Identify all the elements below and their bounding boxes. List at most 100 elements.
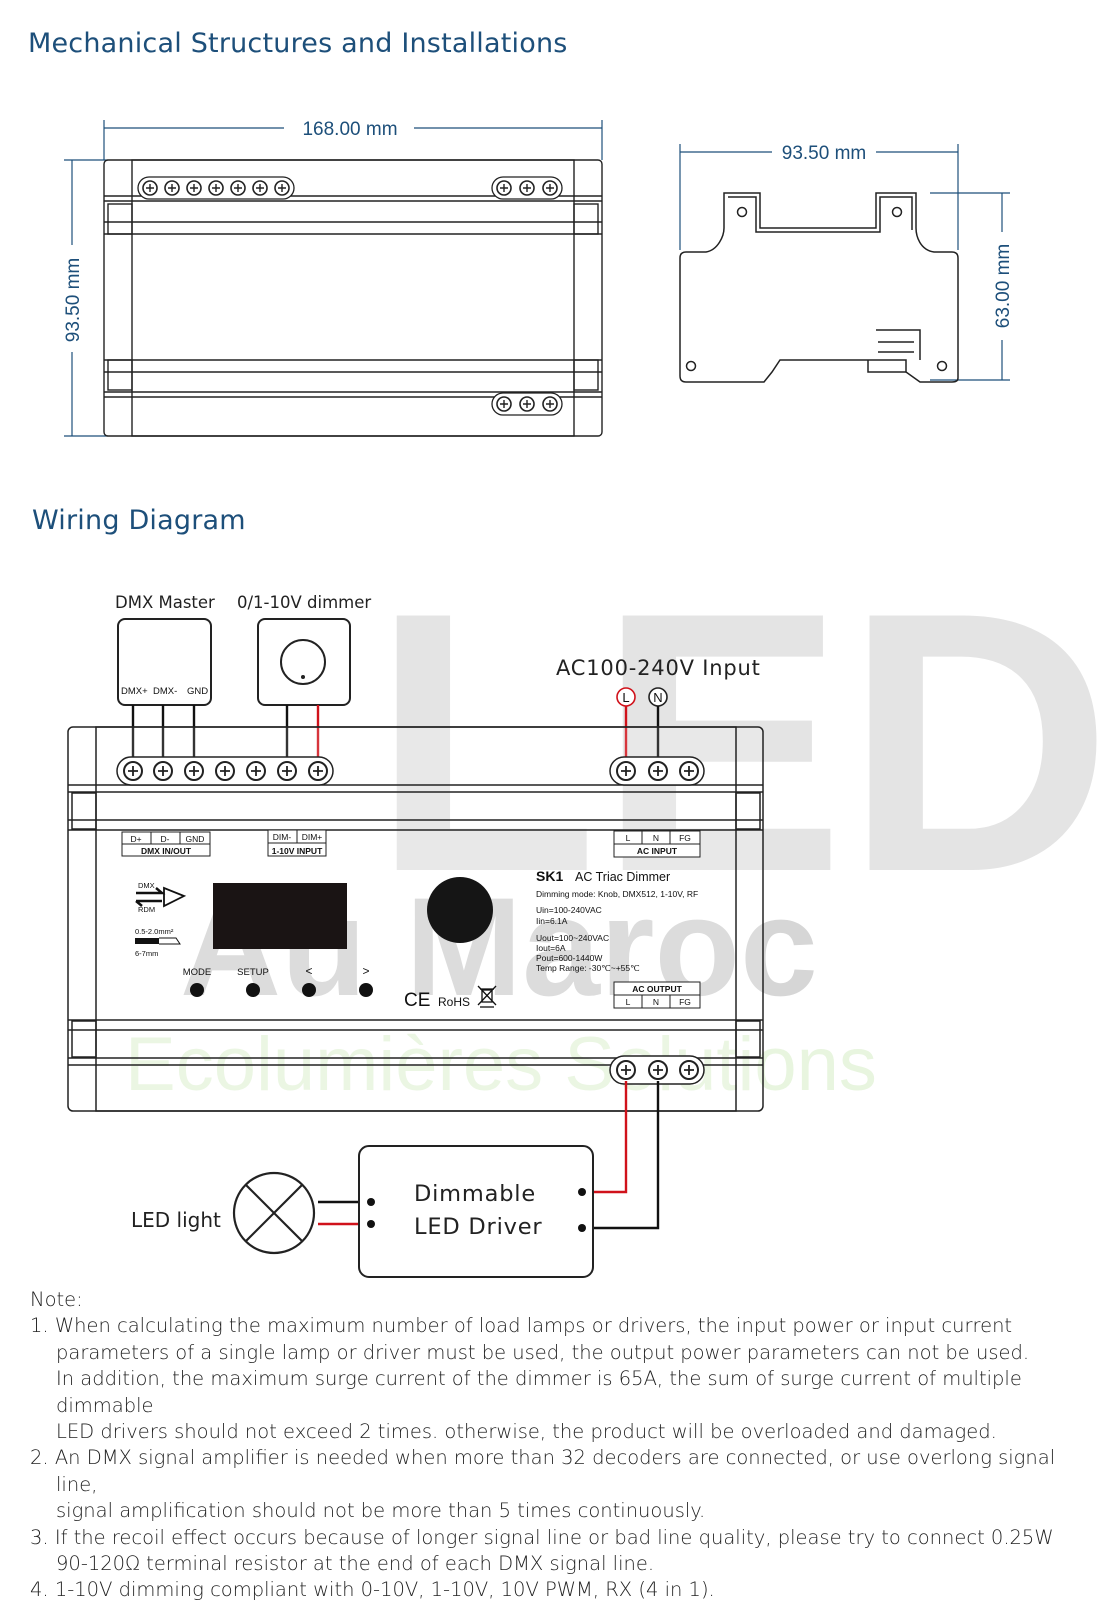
next-button[interactable]	[359, 983, 373, 997]
dimension-width	[103, 120, 603, 160]
dimension-width-label: 168.00 mm	[302, 119, 397, 140]
device-iout: Iout=6A	[536, 943, 566, 953]
output-wires	[318, 1081, 660, 1230]
wiring-diagram: LED Au Maroc Ecolumières Solutions DMX M…	[67, 580, 1101, 1278]
side-view	[679, 192, 959, 383]
dimension-height-front-label: 93.50 mm	[63, 258, 84, 342]
dim-block-minus: DIM-	[273, 832, 292, 842]
wire-spec: 0.5-2.0mm²	[135, 927, 174, 936]
dmx-master-pin-dmx-plus: DMX+	[121, 686, 148, 697]
note-1-line-4: LED drivers should not exceed 2 times. o…	[56, 1420, 997, 1444]
mode-button-label: MODE	[183, 967, 212, 978]
dmx-rdm-icon: DMX RDM	[135, 881, 187, 914]
device-temp: Temp Range: -30℃~+55℃	[536, 963, 640, 973]
dmx-block-d-minus: D-	[161, 834, 170, 844]
led-driver-label-1: Dimmable	[414, 1181, 536, 1207]
dimension-side-height	[930, 192, 1010, 381]
note-3-line-1: If the recoil effect occurs because of l…	[54, 1525, 1054, 1549]
note-1-line-3: In addition, the maximum surge current o…	[56, 1367, 1022, 1417]
rohs-mark: RoHS	[438, 995, 470, 1009]
dim-block-plus: DIM+	[302, 832, 323, 842]
note-1-number: 1.	[30, 1314, 49, 1338]
dmx-icon-top-label: DMX	[138, 881, 155, 890]
input-wires	[131, 705, 660, 760]
note-2-number: 2.	[30, 1446, 49, 1470]
note-2-line-2: signal amplification should not be more …	[56, 1499, 706, 1523]
note-3-line-2: 90-120Ω terminal resistor at the end of …	[56, 1552, 655, 1576]
front-terminals-bottom-right	[491, 392, 563, 416]
front-terminals-top-right	[491, 176, 563, 200]
note-2-line-1: An DMX signal amplifier is needed when m…	[54, 1446, 1056, 1496]
dimmer-label: 0/1-10V dimmer	[237, 593, 371, 612]
front-terminals-top-left	[137, 176, 295, 200]
dmx-master-pin-gnd: GND	[187, 686, 208, 697]
wiring-title: Wiring Diagram	[32, 505, 246, 536]
dmx-master-pin-dmx-minus: DMX-	[153, 686, 177, 697]
dim-block-caption: 1-10V INPUT	[272, 846, 323, 856]
device-iin: Iin=6.1A	[536, 916, 568, 926]
led-driver-box	[358, 1145, 594, 1278]
ac-terminal-n: N	[653, 690, 662, 705]
led-driver-label-2: LED Driver	[414, 1214, 542, 1240]
device-terminals-bottom-right	[609, 1055, 705, 1085]
device-terminals-top-right	[609, 756, 705, 786]
front-view	[103, 159, 603, 437]
weee-bin-icon	[477, 985, 497, 1008]
ac-out-block-caption: AC OUTPUT	[632, 984, 682, 994]
note-1: 1. When calculating the maximum number o…	[30, 1313, 1090, 1339]
note-2: 2. An DMX signal amplifier is needed whe…	[30, 1445, 1090, 1498]
next-button-label: >	[362, 964, 369, 978]
note-4: 4. 1-10V dimming compliant with 0-10V, 1…	[30, 1577, 1090, 1603]
ac-out-block-l: L	[626, 997, 631, 1007]
device-uout: Uout=100~240VAC	[536, 933, 609, 943]
device-model: SK1	[536, 868, 563, 884]
ac-in-block-caption: AC INPUT	[637, 846, 678, 856]
dimension-height-front	[64, 159, 108, 437]
dimmer-knob-icon	[280, 639, 326, 685]
notes-section: Note: 1. When calculating the maximum nu…	[30, 1287, 1090, 1604]
ac-terminal-l: L	[622, 690, 629, 705]
device-display	[213, 883, 347, 949]
note-3-number: 3.	[30, 1525, 49, 1549]
ac-out-block-n: N	[653, 997, 659, 1007]
ac-in-block-n: N	[653, 833, 659, 843]
wire-strip-icon	[135, 937, 181, 945]
led-light-label: LED light	[131, 1208, 221, 1232]
mechanical-title: Mechanical Structures and Installations	[28, 28, 568, 59]
device-uin: Uin=100-240VAC	[536, 905, 602, 915]
dimension-side-height-label: 63.00 mm	[993, 244, 1014, 328]
ac-output-block: AC OUTPUT L N FG	[613, 981, 701, 1009]
note-4-number: 4.	[30, 1578, 49, 1602]
setup-button[interactable]	[246, 983, 260, 997]
note-4-line-1: 1-10V dimming compliant with 0-10V, 1-10…	[54, 1578, 715, 1602]
dim-input-block: DIM- DIM+ 1-10V INPUT	[267, 829, 327, 857]
ac-input-label: AC100-240V Input	[556, 656, 761, 680]
ac-out-block-fg: FG	[679, 997, 691, 1007]
led-light-icon	[232, 1171, 316, 1255]
dimension-side-width-label: 93.50 mm	[782, 143, 866, 164]
notes-title: Note:	[30, 1288, 83, 1311]
ac-in-block-fg: FG	[679, 833, 691, 843]
dmx-block-gnd: GND	[186, 834, 205, 844]
mode-button[interactable]	[190, 983, 204, 997]
strip-spec: 6-7mm	[135, 949, 158, 958]
device-pout: Pout=600-1440W	[536, 953, 602, 963]
ac-input-block: L N FG AC INPUT	[613, 830, 701, 858]
note-1-line-2: parameters of a single lamp or driver mu…	[56, 1340, 1030, 1364]
setup-button-label: SETUP	[237, 967, 269, 978]
dmx-icon-bottom-label: RDM	[138, 905, 155, 914]
dmx-block-caption: DMX IN/OUT	[141, 846, 192, 856]
prev-button-label: <	[305, 964, 312, 978]
dmx-master-label: DMX Master	[115, 593, 215, 612]
dmx-master-box	[117, 618, 212, 706]
device-dimming-mode: Dimming mode: Knob, DMX512, 1-10V, RF	[536, 889, 698, 899]
dimension-side-width	[679, 144, 959, 250]
ce-mark-icon: CE	[404, 990, 430, 1011]
device-terminals-top-left	[116, 756, 334, 786]
device-knob[interactable]	[427, 877, 493, 943]
note-3: 3. If the recoil effect occurs because o…	[30, 1525, 1090, 1551]
device-product: AC Triac Dimmer	[575, 870, 670, 884]
dmx-block-d-plus: D+	[130, 834, 141, 844]
prev-button[interactable]	[302, 983, 316, 997]
ac-in-block-l: L	[626, 833, 631, 843]
